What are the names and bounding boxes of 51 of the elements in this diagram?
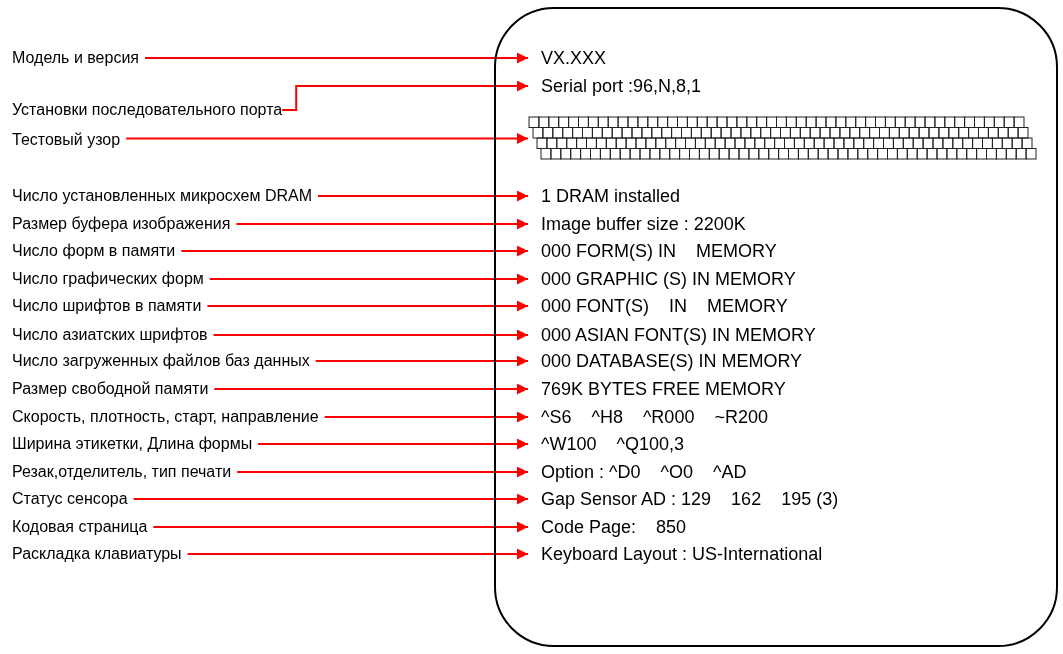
arrow bbox=[212, 329, 529, 341]
callout-text: Число загруженных файлов баз данных bbox=[12, 352, 310, 370]
printout-line: Serial port :96,N,8,1 bbox=[528, 76, 702, 96]
printout-line: ^W100 ^Q100,3 bbox=[528, 434, 684, 454]
callout-text: Число форм в памяти bbox=[12, 242, 176, 260]
callout-text: Скорость, плотность, старт, направление bbox=[12, 408, 319, 426]
arrow bbox=[144, 52, 529, 64]
arrow bbox=[281, 80, 529, 111]
label-outline bbox=[494, 7, 1058, 647]
printout-line: 000 ASIAN FONT(S) IN MEMORY bbox=[528, 325, 816, 345]
printout-line: Image buffer size : 2200K bbox=[528, 214, 746, 234]
printout-line: ^S6 ^H8 ^R000 ~R200 bbox=[528, 407, 768, 427]
arrow bbox=[125, 133, 529, 144]
callout-text: Число шрифтов в памяти bbox=[12, 297, 202, 315]
printout-line: 000 GRAPHIC (S) IN MEMORY bbox=[528, 269, 796, 289]
callout-text: Число графических форм bbox=[12, 270, 204, 288]
callout-text: Размер свободной памяти bbox=[12, 380, 209, 398]
callout-text: Статус сенсора bbox=[12, 490, 128, 508]
arrow bbox=[235, 218, 529, 230]
callout-text: Установки последовательного порта bbox=[12, 101, 283, 119]
arrow bbox=[180, 245, 529, 257]
arrow bbox=[152, 521, 529, 533]
printout-line: 000 FONT(S) IN MEMORY bbox=[528, 296, 788, 316]
printout-line: Option : ^D0 ^O0 ^AD bbox=[528, 462, 747, 482]
callout-text: Число азиатских шрифтов bbox=[12, 326, 208, 344]
printout-line: 769K BYTES FREE MEMORY bbox=[528, 379, 786, 399]
callout-text: Модель и версия bbox=[12, 49, 139, 67]
printout-line: VX.XXX bbox=[528, 48, 607, 68]
printout-line: 1 DRAM installed bbox=[528, 186, 681, 206]
arrow bbox=[213, 383, 529, 395]
printout-line: Code Page: 850 bbox=[528, 517, 687, 537]
callout-text: Раскладка клавиатуры bbox=[12, 545, 182, 563]
printout-line: 000 FORM(S) IN MEMORY bbox=[528, 241, 777, 261]
callout-text: Резак,отделитель, тип печати bbox=[12, 463, 232, 481]
arrow bbox=[314, 355, 529, 367]
arrow bbox=[206, 300, 529, 312]
callout-text: Ширина этикетки, Длина формы bbox=[12, 435, 253, 453]
callout-text: Число установленных микросхем DRAM bbox=[12, 187, 313, 205]
callout-text: Тестовый узор bbox=[12, 131, 121, 149]
arrow bbox=[208, 273, 529, 285]
arrow bbox=[236, 466, 529, 478]
printout-line: Keyboard Layout : US-International bbox=[528, 544, 823, 564]
arrow bbox=[257, 438, 529, 450]
arrow bbox=[323, 411, 529, 423]
callout-text: Размер буфера изображения bbox=[12, 215, 231, 233]
printout-line: 000 DATABASE(S) IN MEMORY bbox=[528, 351, 803, 371]
arrow bbox=[132, 493, 529, 505]
arrow bbox=[186, 548, 529, 560]
callout-text: Кодовая страница bbox=[12, 518, 148, 536]
arrow bbox=[317, 190, 529, 202]
printout-line: Gap Sensor AD : 129 162 195 (3) bbox=[528, 489, 839, 509]
